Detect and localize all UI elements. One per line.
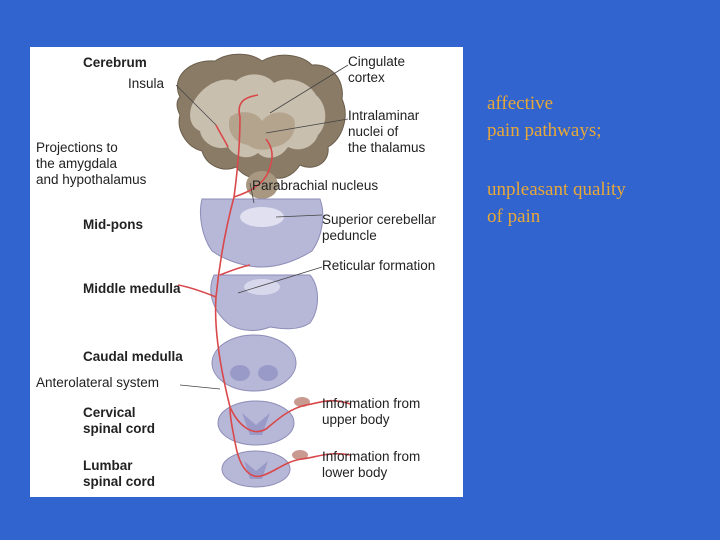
cerebrum-section [176, 53, 346, 199]
label-parabrachial-nucleus: Parabrachial nucleus [252, 178, 379, 193]
side-text-pain-pathways: pain pathways; [487, 120, 602, 141]
label-cerebrum: Cerebrum [83, 55, 147, 70]
pain-pathway-line [177, 94, 351, 478]
label-insula: Insula [128, 76, 165, 91]
lower-ganglion [292, 450, 308, 460]
side-text-affective: affective [487, 93, 554, 114]
pons-section [199, 198, 324, 268]
diagram-panel: Cerebrum Insula Projections to the amygd… [30, 47, 463, 497]
lumbar-cord-section [221, 450, 291, 488]
middle-medulla-section [210, 274, 318, 331]
label-info-lower-body: Information from lower body [322, 449, 421, 480]
side-text-unpleasant-quality: unpleasant quality [487, 179, 626, 200]
label-projections: Projections to the amygdala and hypothal… [36, 140, 147, 187]
caudal-medulla-section [211, 334, 297, 392]
leader-lines [175, 64, 349, 390]
label-intralaminar-nuclei: Intralaminar nuclei of the thalamus [348, 108, 426, 155]
label-lumbar-spinal-cord: Lumbar spinal cord [83, 458, 156, 489]
label-mid-pons: Mid-pons [83, 217, 143, 232]
label-middle-medulla: Middle medulla [83, 281, 181, 296]
label-anterolateral-system: Anterolateral system [36, 375, 160, 390]
side-text-of-pain: of pain [487, 206, 541, 227]
label-caudal-medulla: Caudal medulla [83, 349, 183, 364]
label-superior-cerebellar-peduncle: Superior cerebellar peduncle [322, 212, 437, 243]
label-reticular-formation: Reticular formation [322, 258, 436, 273]
label-info-upper-body: Information from upper body [322, 396, 421, 427]
label-cingulate-cortex: Cingulate cortex [348, 54, 406, 85]
label-cervical-spinal-cord: Cervical spinal cord [83, 405, 156, 436]
pain-pathway-illustration [175, 53, 351, 488]
